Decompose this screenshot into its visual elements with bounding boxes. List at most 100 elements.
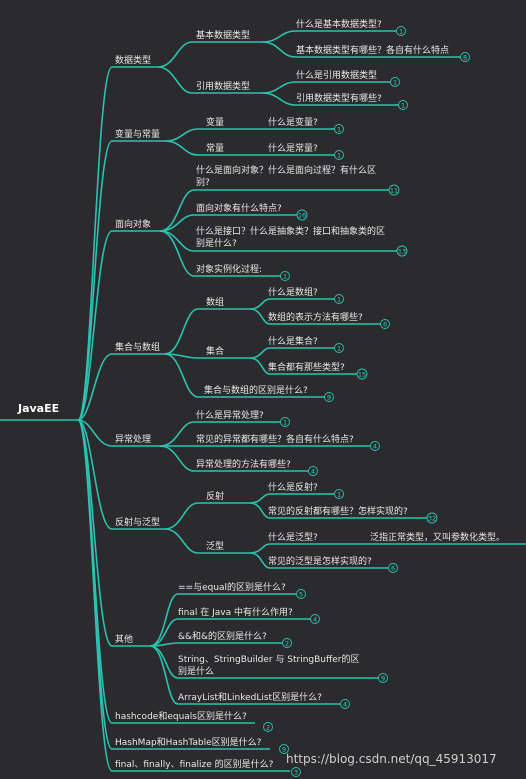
edge-sub-question xyxy=(249,308,382,325)
count-badge[interactable]: 13 xyxy=(396,245,408,257)
count-badge[interactable]: 1 xyxy=(398,100,408,110)
count-badge[interactable]: 1 xyxy=(280,271,290,281)
question-node[interactable]: 什么是引用数据类型 xyxy=(296,69,377,81)
question-node[interactable]: 什么是集合? xyxy=(268,335,318,347)
question-node[interactable]: 什么是泛型? xyxy=(268,531,318,543)
count-badge[interactable]: 1 xyxy=(396,26,406,36)
edge-topic-sub xyxy=(164,353,250,359)
count-badge[interactable]: 8 xyxy=(460,52,470,62)
topic-variables-constants[interactable]: 变量与常量 xyxy=(115,128,160,140)
topic-collections-arrays[interactable]: 集合与数组 xyxy=(115,341,160,353)
count-badge[interactable]: 1 xyxy=(334,124,344,134)
question-node[interactable]: 数组的表示方法有哪些? xyxy=(268,311,363,323)
count-badge[interactable]: 4 xyxy=(340,699,350,709)
edge-topic-question xyxy=(149,642,284,647)
edge-topic-question xyxy=(159,230,282,277)
question-node[interactable]: ==与equal的区别是什么? xyxy=(178,581,286,593)
count-badge[interactable]: 1 xyxy=(280,417,290,427)
topic-hashmap-hashtable[interactable]: HashMap和HashTable区别是什么? xyxy=(115,736,262,748)
question-node[interactable]: 异常处理的方法有哪些? xyxy=(196,458,291,470)
question-node[interactable]: 什么是反射? xyxy=(268,481,318,493)
edge-sub-question xyxy=(249,502,428,519)
topic-reflection-generics[interactable]: 反射与泛型 xyxy=(115,516,160,528)
subtopic-reflection[interactable]: 反射 xyxy=(206,490,224,502)
edge-root-topic xyxy=(77,419,165,530)
svg-text:1: 1 xyxy=(337,344,341,352)
svg-text:13: 13 xyxy=(398,247,406,255)
question-node[interactable]: 基本数据类型有哪些？各自有什么特点 xyxy=(296,44,449,56)
subtopic-variable[interactable]: 变量 xyxy=(206,116,224,128)
question-node[interactable]: 引用数据类型有哪些? xyxy=(296,92,382,104)
edge-topic-sub xyxy=(164,308,250,355)
svg-text:2: 2 xyxy=(266,723,270,731)
edge-topic-sub xyxy=(157,41,262,68)
count-badge[interactable]: 4 xyxy=(310,614,320,624)
count-badge[interactable]: 3 xyxy=(291,767,301,777)
question-node[interactable]: 什么是异常处理? xyxy=(196,409,264,421)
count-badge[interactable]: 32 xyxy=(426,512,438,524)
question-node[interactable]: 什么是接口？什么是抽象类？接口和抽象类的区 xyxy=(196,225,385,237)
count-badge[interactable]: 6 xyxy=(388,563,398,573)
topic-other[interactable]: 其他 xyxy=(115,633,133,645)
count-badge[interactable]: 16 xyxy=(296,209,308,221)
count-badge[interactable]: 2 xyxy=(282,638,292,648)
topic-oop[interactable]: 面向对象 xyxy=(115,218,151,230)
subtopic-constant[interactable]: 常量 xyxy=(206,142,224,154)
question-node[interactable]: 什么是面向对象？什么是面向过程？有什么区 xyxy=(196,164,376,176)
count-badge[interactable]: 5 xyxy=(296,589,306,599)
edge-sub-question xyxy=(261,81,392,94)
count-badge[interactable]: 11 xyxy=(388,184,400,196)
question-node[interactable]: 面向对象有什么特点? xyxy=(196,202,282,214)
question-node-line2: 别是什么 xyxy=(178,665,214,677)
svg-text:1: 1 xyxy=(283,272,287,280)
question-node[interactable]: 集合与数组的区别是什么? xyxy=(204,384,308,396)
question-node[interactable]: 什么是基本数据类型? xyxy=(296,18,382,30)
edge-root-topic xyxy=(77,419,290,772)
subtopic-primitive-types[interactable]: 基本数据类型 xyxy=(196,29,250,41)
subtopic-array[interactable]: 数组 xyxy=(206,296,224,308)
question-node[interactable]: 常见的异常都有哪些？各自有什么特点? xyxy=(196,433,354,445)
question-node[interactable]: String、StringBuilder 与 StringBuffer的区 xyxy=(178,653,359,665)
question-node[interactable]: 什么是数组? xyxy=(268,286,318,298)
question-node[interactable]: 什么是常量? xyxy=(268,142,318,154)
count-badge[interactable]: 1 xyxy=(390,77,400,87)
subtopic-reference-types[interactable]: 引用数据类型 xyxy=(196,80,250,92)
count-badge[interactable]: 1 xyxy=(334,294,344,304)
count-badge[interactable]: 1 xyxy=(334,343,344,353)
edge-root-topic xyxy=(77,419,150,647)
question-node[interactable]: final 在 Java 中有什么作用? xyxy=(178,606,293,618)
edge-topic-question xyxy=(159,421,282,447)
edge-sub-question xyxy=(249,543,526,554)
count-badge[interactable]: 9 xyxy=(279,744,289,754)
subtopic-generics[interactable]: 泛型 xyxy=(206,541,224,552)
count-badge[interactable]: 15 xyxy=(356,368,368,380)
edge-topic-question xyxy=(159,445,310,472)
question-node[interactable]: 什么是变量? xyxy=(268,116,318,128)
subtopic-collection[interactable]: 集合 xyxy=(206,345,224,357)
count-badge[interactable]: 2 xyxy=(263,722,273,732)
edge-sub-question xyxy=(249,357,358,375)
count-badge[interactable]: 9 xyxy=(324,392,334,402)
count-badge[interactable]: 4 xyxy=(308,466,318,476)
svg-text:1: 1 xyxy=(393,78,397,86)
topic-final-finally-finalize[interactable]: final、finally、finalize 的区别是什么? xyxy=(115,758,274,770)
question-node[interactable]: 常见的反射都有哪些？怎样实现的? xyxy=(268,505,408,517)
note-node[interactable]: 泛指正常类型，又叫参数化类型。 xyxy=(370,531,505,543)
question-node[interactable]: &&和&的区别是什么? xyxy=(178,630,267,642)
count-badge[interactable]: 1 xyxy=(334,489,344,499)
question-node[interactable]: 对象实例化过程: xyxy=(196,263,262,275)
topic-exceptions[interactable]: 异常处理 xyxy=(115,433,151,445)
count-badge[interactable]: 4 xyxy=(370,441,380,451)
edge-topic-question xyxy=(159,214,298,232)
count-badge[interactable]: 9 xyxy=(378,673,388,683)
count-badge[interactable]: 6 xyxy=(380,319,390,329)
count-badge[interactable]: 1 xyxy=(334,150,344,160)
topic-hashcode-equals[interactable]: hashcode和equals区别是什么? xyxy=(115,710,247,722)
topic-data-types[interactable]: 数据类型 xyxy=(115,54,151,66)
question-node[interactable]: 常见的泛型是怎样实现的? xyxy=(268,555,372,567)
question-node[interactable]: ArrayList和LinkedList区别是什么? xyxy=(178,691,322,703)
question-node[interactable]: 集合都有那些类型? xyxy=(268,361,345,373)
root-label[interactable]: JavaEE xyxy=(17,402,59,415)
svg-text:9: 9 xyxy=(282,745,286,753)
